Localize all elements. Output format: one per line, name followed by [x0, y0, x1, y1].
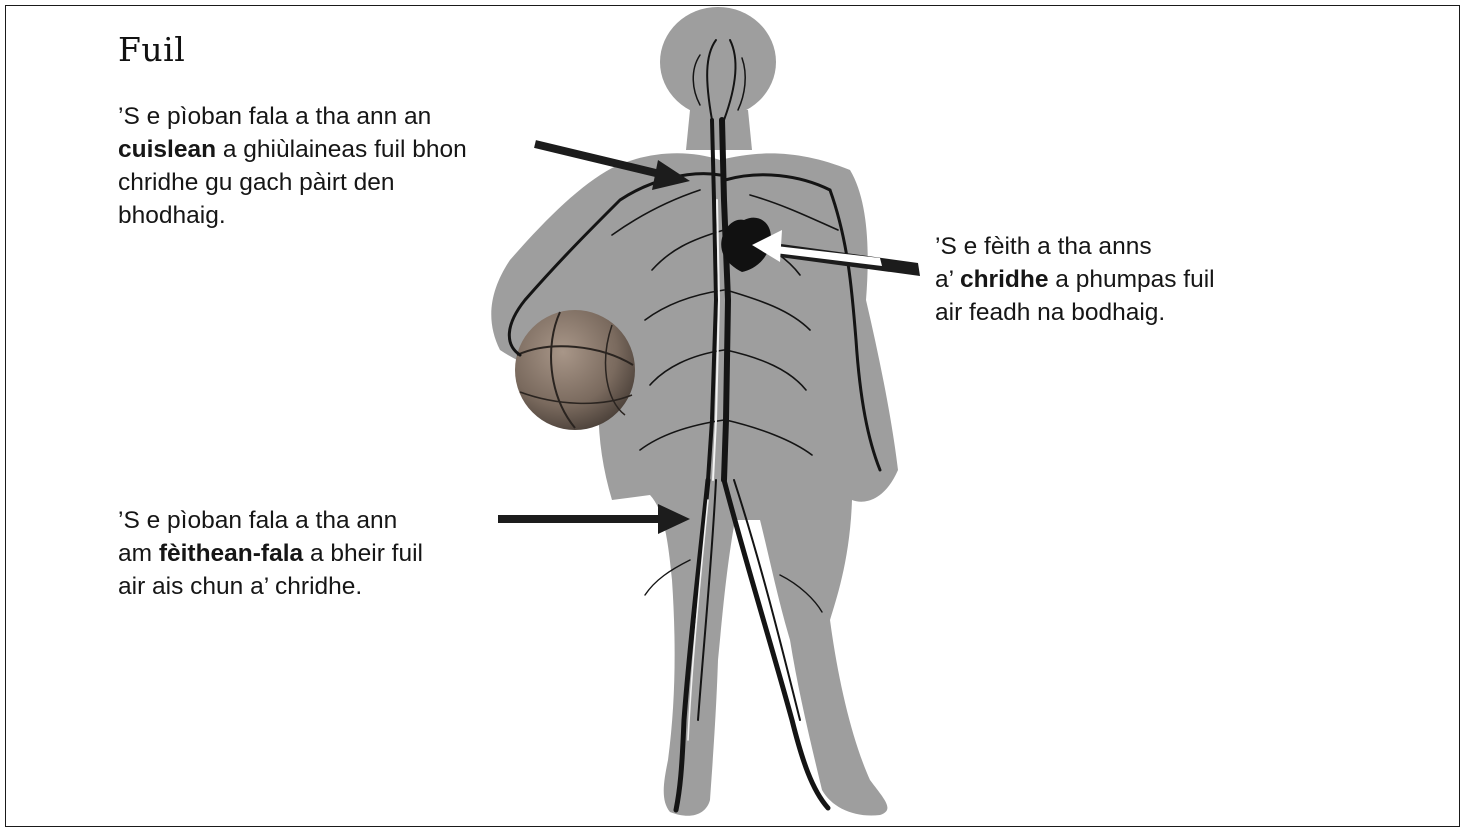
vein-arrow [498, 504, 690, 534]
basketball [515, 310, 635, 430]
